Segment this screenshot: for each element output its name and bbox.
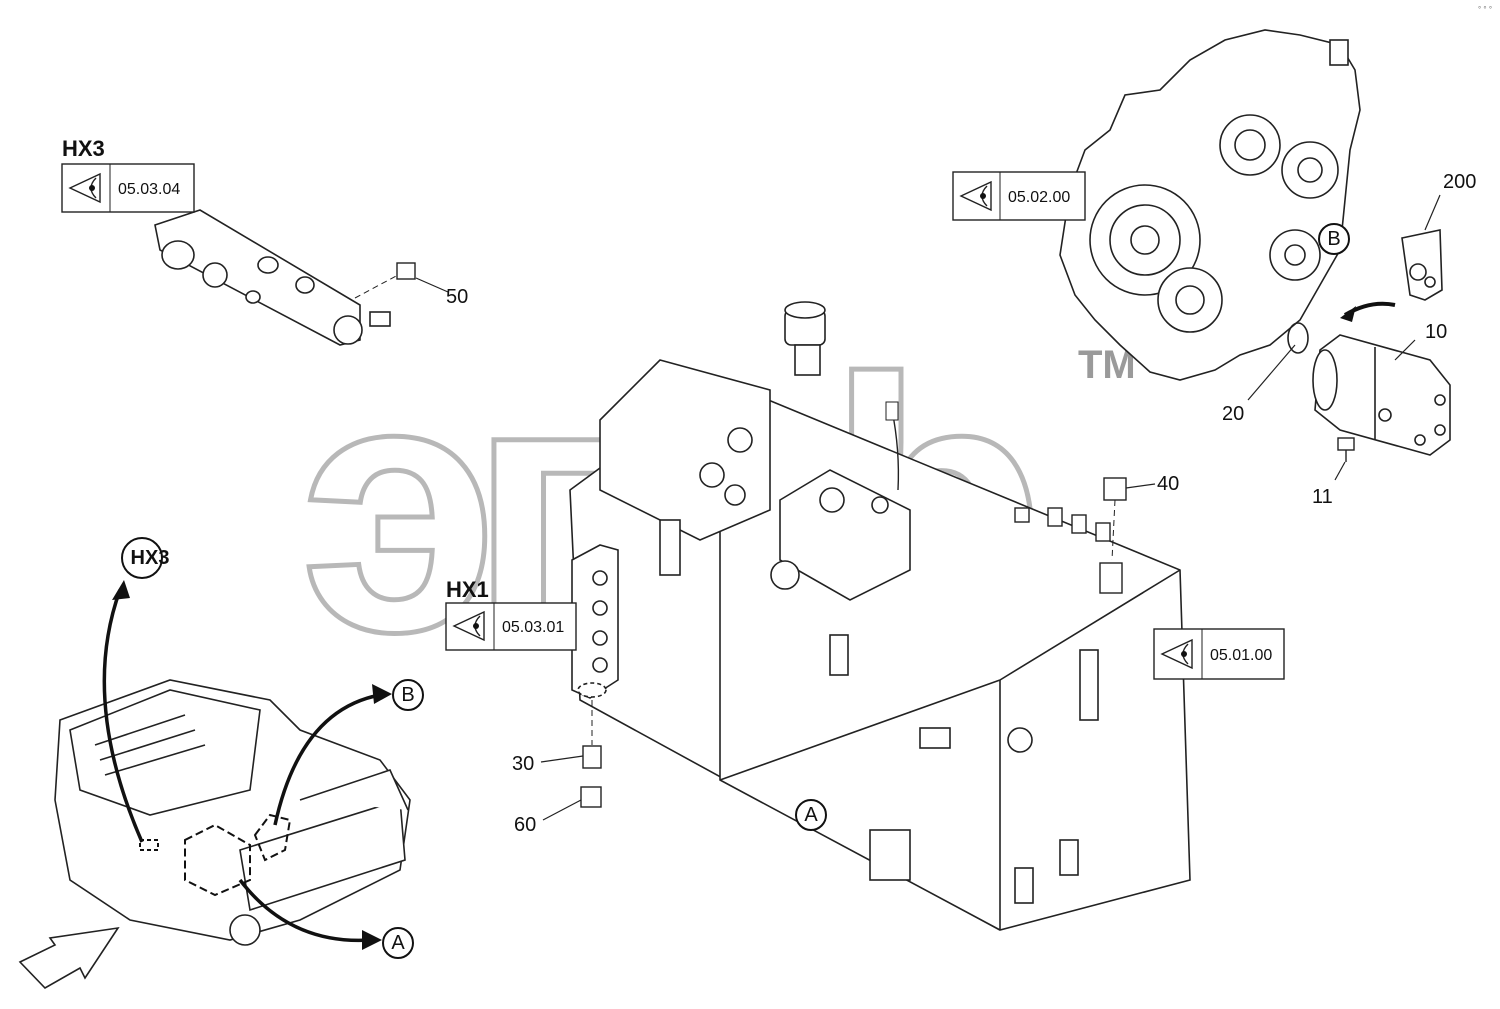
- part-label-50: 50: [446, 286, 468, 308]
- svg-text:HX3: HX3: [131, 547, 170, 569]
- plug-60: [580, 786, 602, 808]
- ref-code-gearbox: 05.02.00: [1008, 189, 1070, 206]
- eye-view-icon: [68, 172, 101, 204]
- gearbox-highlight: [253, 813, 292, 862]
- svg-text:A: A: [391, 932, 405, 954]
- paver-machine: [54, 679, 411, 946]
- plug-50: [396, 262, 416, 280]
- ref-box-tank[interactable]: 05.01.00: [1153, 628, 1285, 680]
- svg-text:A: A: [804, 804, 818, 826]
- hx1-manifold: [571, 544, 619, 699]
- pump-unit: [770, 469, 911, 601]
- group-label-hx1: HX1: [446, 577, 489, 602]
- leader-lines: [415, 194, 1441, 821]
- ref-box-gearbox[interactable]: 05.02.00: [952, 171, 1086, 221]
- ref-box-hx1[interactable]: HX1 05.03.01: [445, 577, 577, 651]
- instruction-tag-200: [1401, 229, 1443, 301]
- plug-40: [1103, 477, 1127, 501]
- circle-marker-b-machine: B: [392, 679, 424, 711]
- ref-box-hx3[interactable]: HX3 05.03.04: [61, 136, 195, 213]
- tank-fittings: [1014, 507, 1123, 594]
- part-label-10: 10: [1425, 321, 1447, 343]
- circle-marker-a-machine: A: [382, 927, 414, 959]
- arrow-to-b: [273, 693, 381, 826]
- part-label-200: 200: [1443, 171, 1476, 193]
- tank-highlight: [184, 823, 251, 897]
- part-label-20: 20: [1222, 403, 1244, 425]
- svg-text:B: B: [1327, 228, 1340, 250]
- circle-marker-a-tank: A: [795, 799, 827, 831]
- arrow-to-a: [238, 878, 371, 943]
- part-label-30: 30: [512, 753, 534, 775]
- bolt-11: [1337, 437, 1355, 462]
- filter-cap: [784, 301, 826, 376]
- o-ring-20: [1287, 322, 1309, 354]
- part-label-11: 11: [1312, 486, 1333, 508]
- ref-code-tank: 05.01.00: [1210, 647, 1272, 664]
- corner-mark: ° ° °: [1478, 5, 1492, 14]
- circle-marker-hx3: HX3: [121, 537, 170, 579]
- hx3-highlight: [139, 839, 159, 851]
- svg-text:B: B: [401, 684, 414, 706]
- valve-block: [599, 359, 771, 576]
- group-label-hx3: HX3: [62, 136, 105, 161]
- part-label-60: 60: [514, 814, 536, 836]
- view-direction-arrow-icon: [18, 926, 120, 990]
- circle-marker-b-gearbox: B: [1318, 223, 1350, 255]
- fitting-30: [582, 745, 602, 769]
- ref-code-hx1: 05.03.01: [502, 619, 564, 636]
- ref-code-hx3: 05.03.04: [118, 181, 180, 198]
- eye-view-icon: [959, 180, 992, 212]
- hydraulic-pump: [1312, 334, 1451, 456]
- hx3-manifold: [154, 209, 391, 346]
- eye-view-icon: [452, 610, 485, 642]
- gearbox-housing: [1059, 29, 1361, 381]
- eye-view-icon: [1160, 638, 1193, 670]
- arrowhead-icon: [1340, 306, 1356, 322]
- part-label-40: 40: [1157, 473, 1179, 495]
- arrow-to-hx3: [102, 589, 144, 843]
